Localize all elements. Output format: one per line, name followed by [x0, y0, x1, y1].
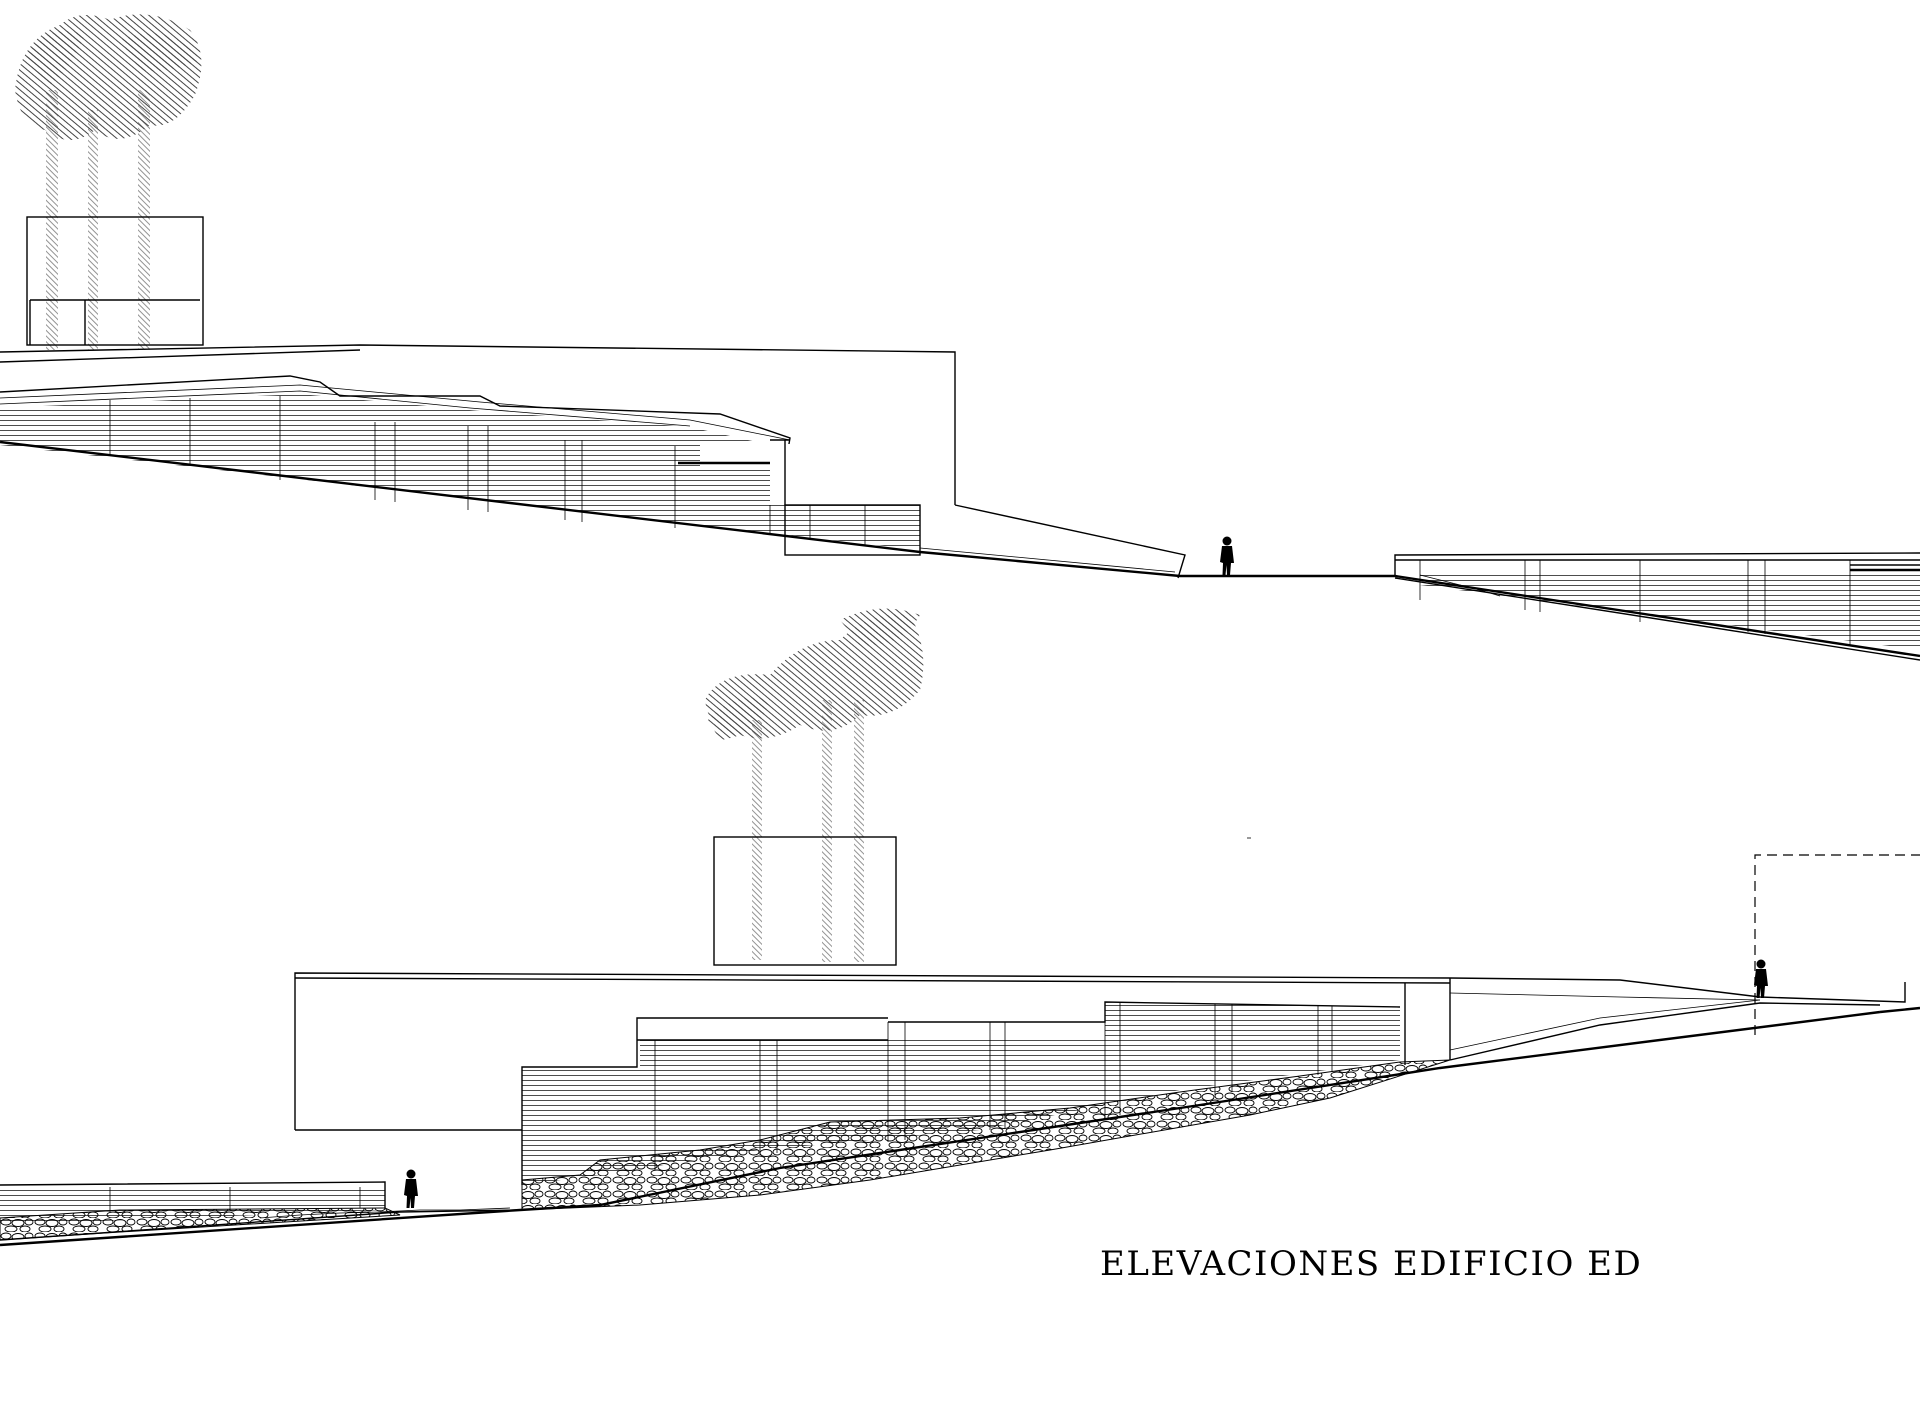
- palm-trees-upper: [15, 14, 202, 350]
- palm-trees-lower: [705, 608, 924, 962]
- drawing-title: ELEVACIONES EDIFICIO ED: [1100, 1244, 1643, 1284]
- lower-elevation: [0, 608, 1920, 1247]
- upper-elevation: [0, 14, 1920, 661]
